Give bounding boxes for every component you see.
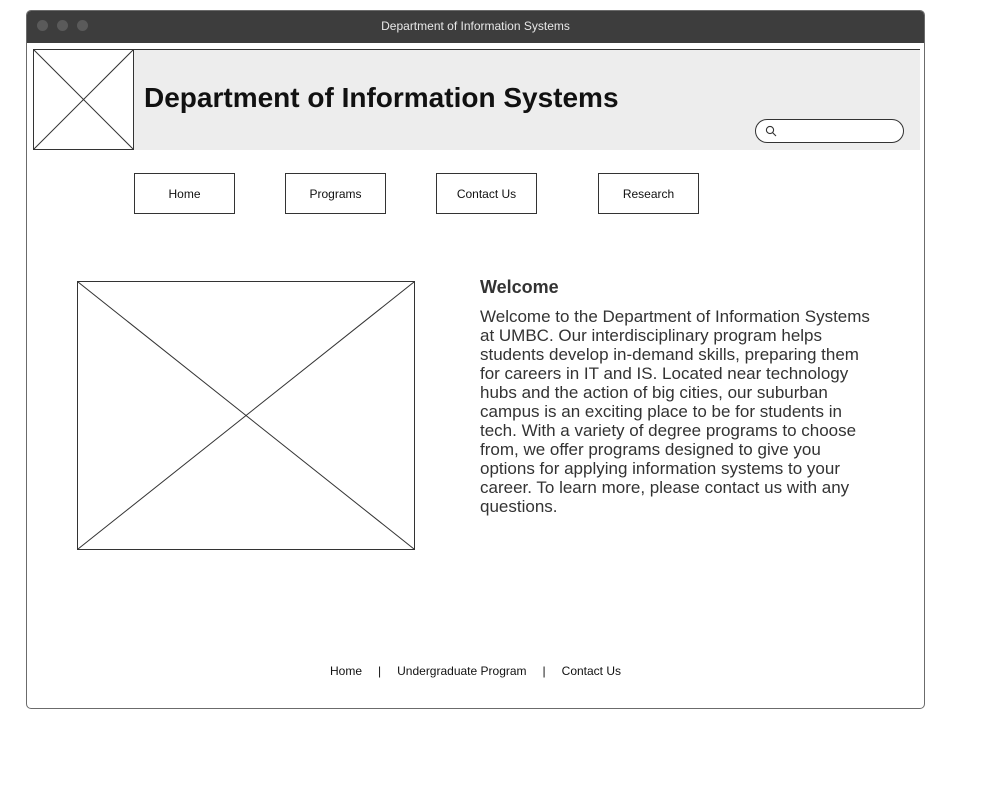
footer-link-contact-us[interactable]: Contact Us — [561, 664, 622, 678]
logo-image-placeholder — [33, 49, 134, 150]
header-banner: Department of Information Systems — [134, 49, 920, 150]
welcome-text: Welcome to the Department of Information… — [480, 307, 870, 516]
nav-button-programs[interactable]: Programs — [285, 173, 386, 214]
nav-button-contact-us[interactable]: Contact Us — [436, 173, 537, 214]
nav-button-home[interactable]: Home — [134, 173, 235, 214]
browser-window: Department of Information Systems Depart… — [26, 10, 925, 709]
welcome-heading: Welcome — [480, 277, 559, 297]
close-window-icon[interactable] — [37, 20, 48, 31]
footer-link-undergraduate-program[interactable]: Undergraduate Program — [397, 664, 527, 678]
search-input[interactable] — [782, 122, 901, 142]
zoom-window-icon[interactable] — [77, 20, 88, 31]
site-title: Department of Information Systems — [144, 82, 619, 113]
footer-nav: Home | Undergraduate Program | Contact Us — [27, 664, 924, 678]
footer-link-home[interactable]: Home — [329, 664, 362, 678]
image-placeholder-icon — [34, 50, 133, 149]
footer-separator: | — [378, 664, 382, 678]
minimize-window-icon[interactable] — [57, 20, 68, 31]
window-title: Department of Information Systems — [381, 19, 570, 33]
image-placeholder-icon — [78, 282, 414, 549]
nav-button-research[interactable]: Research — [598, 173, 699, 214]
search-box[interactable] — [755, 119, 904, 143]
hero-image-placeholder — [77, 281, 415, 550]
title-bar: Department of Information Systems — [27, 11, 924, 43]
search-icon — [765, 125, 777, 137]
footer-separator: | — [542, 664, 546, 678]
